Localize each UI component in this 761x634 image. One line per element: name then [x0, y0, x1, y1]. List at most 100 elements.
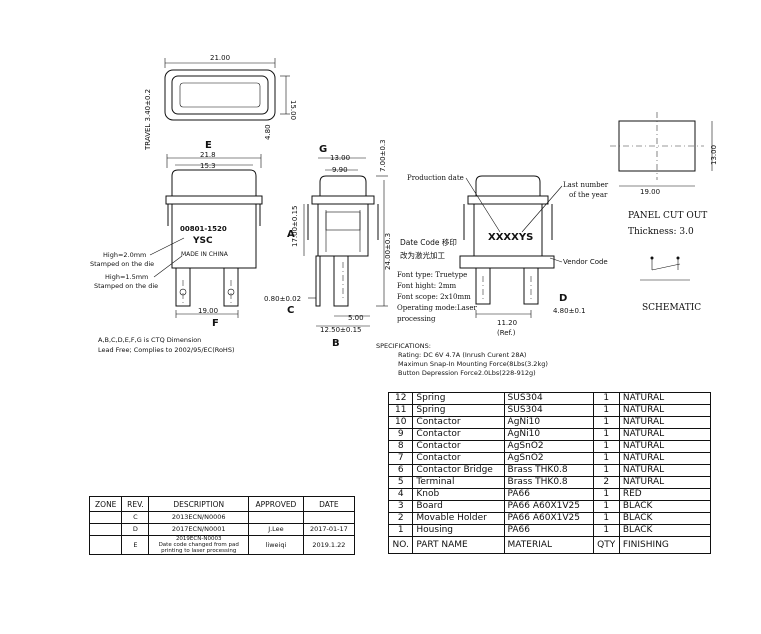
parts-cell: NATURAL — [618, 404, 712, 417]
parts-cell: 1 — [592, 452, 620, 465]
travel-dim: TRAVEL 3.40±0.2 — [144, 89, 152, 151]
side-view: G 13.00 9.90 17.00±0.15 A 0.80±0.02 C 24… — [264, 139, 392, 349]
revision-cell: E — [121, 535, 150, 555]
label-e: E — [205, 140, 212, 151]
high2: High=1.5mm — [105, 273, 148, 281]
top-view: 21.00 15.00 4.80 TRAVEL 3.40±0.2 — [144, 54, 297, 151]
cutout-width: 19.00 — [640, 188, 660, 196]
parts-header-cell: NO. — [387, 536, 414, 554]
parts-cell: PA66 A60X1V25 — [503, 500, 594, 513]
c-dim: 0.80±0.02 — [264, 295, 301, 303]
parts-cell: PA66 — [503, 524, 594, 537]
laser-cn: 改为激光加工 — [400, 250, 445, 260]
parts-cell: 2 — [592, 476, 620, 489]
f-dim: 19.00 — [198, 307, 218, 315]
parts-cell: Movable Holder — [412, 512, 505, 525]
revision-cell: 2017ECN/N0001 — [148, 523, 250, 536]
parts-cell: Spring — [412, 392, 505, 405]
parts-cell: BLACK — [618, 524, 712, 537]
parts-cell: Brass THK0.8 — [503, 464, 594, 477]
parts-cell: Spring — [412, 404, 505, 417]
top-width-dim: 21.00 — [210, 54, 230, 62]
parts-cell: AgNi10 — [503, 416, 594, 429]
parts-cell: 7 — [387, 452, 414, 465]
parts-cell: AgNi10 — [503, 428, 594, 441]
processing: processing — [397, 315, 436, 323]
of-year-label: of the year — [569, 191, 608, 199]
parts-cell: Brass THK0.8 — [503, 476, 594, 489]
high1: High=2.0mm — [103, 251, 146, 259]
revision-cell: 2017-01-17 — [302, 523, 356, 536]
revision-cell: C — [121, 511, 150, 524]
revision-header-cell: DATE — [302, 496, 356, 512]
marking-code: 00801-1520 — [180, 225, 227, 233]
label-c: C — [287, 305, 294, 316]
parts-cell: Contactor — [412, 452, 505, 465]
revision-cell — [248, 511, 304, 524]
revision-cell: 2019.1.22 — [302, 535, 356, 555]
high1-note: Stamped on the die — [90, 260, 154, 268]
parts-cell: 5 — [387, 476, 414, 489]
parts-cell: 3 — [387, 500, 414, 513]
cutout-height: 13.00 — [710, 145, 718, 165]
parts-cell: RED — [618, 488, 712, 501]
parts-cell: 4 — [387, 488, 414, 501]
revision-cell — [302, 511, 356, 524]
last-number-label: Last number — [563, 181, 609, 189]
xxxxys-mark: XXXXYS — [488, 232, 533, 243]
parts-cell: 8 — [387, 440, 414, 453]
label-b: B — [332, 338, 340, 349]
revision-header-cell: ZONE — [88, 496, 123, 512]
font-type: Font type: Truetype — [397, 271, 467, 279]
front-view: E 21.8 15.3 00801-1520 YSC MADE IN CHINA… — [90, 140, 263, 354]
ref-label: (Ref.) — [497, 329, 516, 337]
operating-mode: Operating mode:Laser — [397, 304, 478, 312]
parts-cell: 11 — [387, 404, 414, 417]
vendor-code-label: Vendor Code — [563, 258, 608, 266]
parts-cell: 1 — [592, 524, 620, 537]
revision-cell: J.Lee — [248, 523, 304, 536]
parts-cell: Contactor — [412, 416, 505, 429]
revision-cell: 2013ECN/N0006 — [148, 511, 250, 524]
parts-cell: 2 — [387, 512, 414, 525]
bottom-dim2: 12.50±0.15 — [320, 326, 362, 334]
top-dim: 7.00±0.3 — [379, 139, 387, 172]
label-a: A — [287, 229, 295, 240]
parts-cell: 6 — [387, 464, 414, 477]
revision-cell: liweiqi — [248, 535, 304, 555]
label-g: G — [319, 144, 327, 155]
ref-dim: 11.20 — [497, 319, 517, 327]
panel-title: PANEL CUT OUT — [628, 211, 707, 221]
parts-cell: Contactor — [412, 440, 505, 453]
font-height: Font hight: 2mm — [397, 282, 456, 290]
font-scope: Font scope: 2x10mm — [397, 293, 471, 301]
parts-cell: Terminal — [412, 476, 505, 489]
parts-cell: Contactor — [412, 428, 505, 441]
parts-cell: NATURAL — [618, 440, 712, 453]
revision-header-cell: DESCRIPTION — [148, 496, 250, 512]
spec-snap: Maximun Snap-In Mounting Force(8Lbs(3.2k… — [398, 360, 548, 368]
date-code-cn: Date Code 移印 — [400, 237, 457, 247]
parts-cell: Knob — [412, 488, 505, 501]
production-date-label: Production date — [407, 174, 464, 182]
parts-cell: SUS304 — [503, 404, 594, 417]
revision-cell: 2019ECN-N0003 Date code changed from pad… — [148, 535, 250, 555]
parts-cell: NATURAL — [618, 464, 712, 477]
a-dim: 17.00±0.15 — [291, 206, 299, 248]
ctq-note: A,B,C,D,E,F,G is CTQ Dimension — [98, 336, 201, 344]
spec-button: Button Depression Force2.0Lbs(228-912g) — [398, 369, 536, 377]
parts-cell: AgSnO2 — [503, 440, 594, 453]
